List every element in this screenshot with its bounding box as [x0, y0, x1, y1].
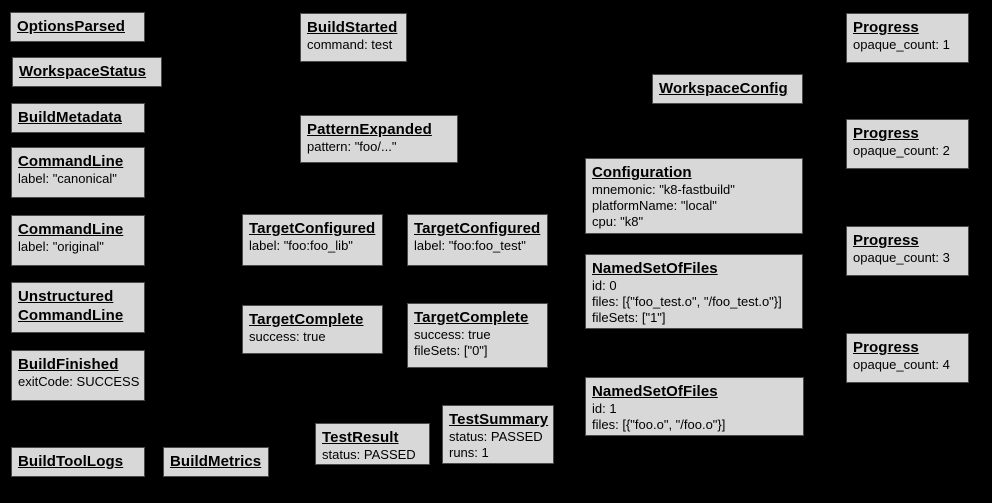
node-attribute: mnemonic: "k8-fastbuild" [592, 182, 735, 197]
node-attribute: files: [{"foo_test.o", "/foo_test.o"}] [592, 294, 782, 309]
node-title: CommandLine [18, 153, 124, 170]
node-test-summary: TestSummary status: PASSED runs: 1 [442, 405, 554, 464]
node-title: NamedSetOfFiles [592, 383, 718, 400]
node-unstructured-command-line: Unstructured CommandLine [11, 282, 145, 333]
node-attribute: opaque_count: 3 [853, 250, 950, 265]
node-title: Unstructured CommandLine [18, 288, 124, 324]
node-title: BuildToolLogs [18, 453, 124, 470]
node-build-finished: BuildFinished exitCode: SUCCESS [11, 350, 145, 401]
node-progress-2: Progress opaque_count: 2 [846, 119, 969, 169]
node-build-metrics: BuildMetrics [163, 447, 269, 477]
node-attribute: label: "foo:foo_lib" [249, 238, 353, 253]
node-target-complete-foo-test: TargetComplete success: true fileSets: [… [407, 303, 548, 368]
node-attribute: label: "foo:foo_test" [414, 238, 526, 253]
node-attribute: label: "canonical" [18, 171, 117, 186]
node-workspace-config: WorkspaceConfig [652, 74, 803, 104]
node-attribute: exitCode: SUCCESS [18, 374, 140, 389]
node-attribute: opaque_count: 2 [853, 143, 950, 158]
node-title: Progress [853, 232, 919, 249]
node-attribute: fileSets: ["1"] [592, 310, 666, 325]
node-attribute: success: true [414, 327, 491, 342]
node-progress-4: Progress opaque_count: 4 [846, 333, 969, 383]
node-attribute: cpu: "k8" [592, 214, 644, 229]
node-title: BuildStarted [307, 19, 398, 36]
node-attribute: runs: 1 [449, 445, 489, 460]
node-options-parsed: OptionsParsed [10, 12, 145, 42]
node-attribute: status: PASSED [322, 447, 416, 462]
node-title: TargetComplete [414, 309, 529, 326]
node-title: TargetComplete [249, 311, 364, 328]
node-title: NamedSetOfFiles [592, 260, 718, 277]
node-title: WorkspaceStatus [19, 63, 147, 80]
node-title: BuildMetadata [18, 109, 122, 126]
node-build-started: BuildStarted command: test [300, 13, 407, 62]
node-target-configured-foo-lib: TargetConfigured label: "foo:foo_lib" [242, 214, 383, 266]
node-title: PatternExpanded [307, 121, 432, 138]
node-named-set-of-files-0: NamedSetOfFiles id: 0 files: [{"foo_test… [585, 254, 803, 329]
node-build-metadata: BuildMetadata [11, 103, 145, 133]
node-title: WorkspaceConfig [659, 80, 788, 97]
node-title: Progress [853, 339, 919, 356]
node-attribute: success: true [249, 329, 326, 344]
node-title: TargetConfigured [414, 220, 541, 237]
node-build-tool-logs: BuildToolLogs [11, 447, 145, 477]
node-title: BuildMetrics [170, 453, 262, 470]
node-workspace-status: WorkspaceStatus [12, 57, 162, 87]
node-title: OptionsParsed [17, 18, 125, 35]
node-title: Configuration [592, 164, 692, 181]
node-command-line-original: CommandLine label: "original" [11, 215, 145, 266]
node-progress-1: Progress opaque_count: 1 [846, 13, 969, 63]
node-title: BuildFinished [18, 356, 119, 373]
node-configuration: Configuration mnemonic: "k8-fastbuild" p… [585, 158, 803, 234]
node-pattern-expanded: PatternExpanded pattern: "foo/..." [300, 115, 458, 163]
node-title: CommandLine [18, 221, 124, 238]
node-attribute: id: 1 [592, 401, 617, 416]
node-title: TestResult [322, 429, 399, 446]
node-attribute: pattern: "foo/..." [307, 139, 397, 154]
node-attribute: label: "original" [18, 239, 104, 254]
node-target-complete-foo-lib: TargetComplete success: true [242, 305, 383, 354]
node-test-result: TestResult status: PASSED [315, 423, 430, 465]
node-target-configured-foo-test: TargetConfigured label: "foo:foo_test" [407, 214, 548, 266]
node-title: Progress [853, 19, 919, 36]
node-title: TestSummary [449, 411, 549, 428]
node-command-line-canonical: CommandLine label: "canonical" [11, 147, 145, 198]
node-title: TargetConfigured [249, 220, 376, 237]
node-attribute: opaque_count: 4 [853, 357, 950, 372]
node-attribute: status: PASSED [449, 429, 543, 444]
node-title: Progress [853, 125, 919, 142]
node-attribute: files: [{"foo.o", "/foo.o"}] [592, 417, 726, 432]
node-progress-3: Progress opaque_count: 3 [846, 226, 969, 276]
node-attribute: platformName: "local" [592, 198, 717, 213]
node-attribute: command: test [307, 37, 393, 52]
node-attribute: id: 0 [592, 278, 617, 293]
node-named-set-of-files-1: NamedSetOfFiles id: 1 files: [{"foo.o", … [585, 377, 804, 436]
node-attribute: opaque_count: 1 [853, 37, 950, 52]
node-attribute: fileSets: ["0"] [414, 343, 488, 358]
